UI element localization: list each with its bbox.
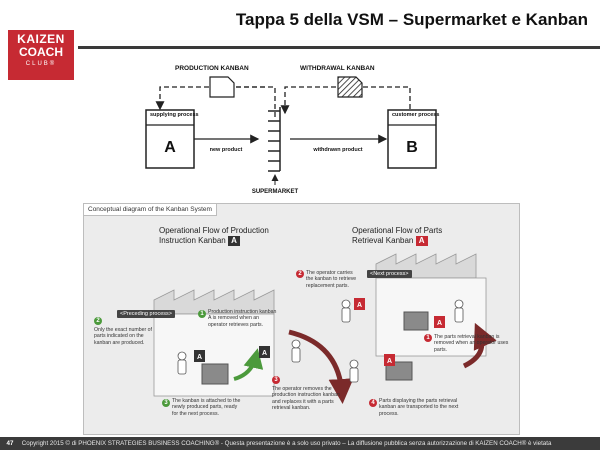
retrieval-kanban-badge: A	[415, 236, 428, 246]
title-rule	[78, 46, 600, 49]
right-heading-line-1: Operational Flow of Parts	[352, 226, 443, 235]
page-number: 47	[6, 440, 14, 447]
parts-crate-right	[403, 311, 429, 331]
preceding-process-tag: <Preceding process>	[117, 310, 175, 318]
step-2-right-number: 2	[296, 270, 304, 278]
withdrawn-product-label: withdrawn product	[312, 147, 362, 153]
svg-text:A: A	[197, 354, 202, 361]
step-3-left-text: The kanban is attached to the newly prod…	[172, 398, 241, 417]
step-1-left-number: 1	[198, 310, 206, 318]
right-heading: Operational Flow of Parts Retrieval Kanb…	[352, 226, 442, 246]
box-b-label: B	[406, 139, 418, 156]
left-heading-line-2: Instruction Kanban A	[159, 236, 269, 246]
new-product-label: new product	[210, 147, 243, 153]
left-heading-line-1: Operational Flow of Production	[159, 226, 269, 235]
svg-text:A: A	[357, 302, 362, 309]
production-kanban-label: PRODUCTION KANBAN	[175, 65, 249, 72]
kanban-cards: A A A A A	[194, 298, 445, 366]
withdrawal-kanban-label: WITHDRAWAL KANBAN	[300, 65, 375, 72]
customer-process-label: customer process	[392, 112, 439, 118]
step-2-right-text: The operator carries the kanban to retri…	[306, 270, 357, 289]
vsm-supermarket-diagram: PRODUCTION KANBAN WITHDRAWAL KANBAN supp…	[145, 65, 439, 195]
next-factory-wall	[375, 277, 487, 357]
panel-caption: Conceptual diagram of the Kanban System	[84, 204, 217, 216]
return-arrow	[462, 322, 497, 369]
step-3-left-number: 3	[162, 399, 170, 407]
step-4-number: 4	[369, 399, 377, 407]
svg-text:A: A	[437, 320, 442, 327]
left-heading-line-2-text: Instruction Kanban	[159, 236, 226, 246]
kaizen-coach-logo: KAIZEN COACH CLUB®	[8, 30, 74, 80]
supplying-process-label: supplying process	[150, 112, 199, 118]
step-1-right-text: The parts retrieval kanban is removed wh…	[434, 334, 509, 353]
right-heading-line-2: Retrieval Kanban A	[352, 236, 442, 246]
produce-arrow	[233, 348, 264, 381]
operator-figures	[177, 299, 464, 383]
step-3-mid-text: The operator removes the production inst…	[272, 386, 340, 411]
step-3-mid-number: 3	[272, 376, 280, 384]
preceding-factory-roof	[153, 289, 275, 315]
logo-line-3: CLUB®	[25, 61, 57, 67]
copyright-text: Copyright 2015 © di PHOENIX STRATEGIES B…	[21, 440, 552, 447]
box-a-label: A	[164, 139, 176, 156]
footer-bar: 47 Copyright 2015 © di PHOENIX STRATEGIE…	[0, 437, 600, 450]
step-2-left-number: 2	[94, 317, 102, 325]
parts-crate-cart	[385, 361, 413, 381]
production-kanban-badge: A	[227, 236, 240, 246]
production-kanban-return	[230, 86, 276, 117]
left-heading: Operational Flow of Production Instructi…	[159, 226, 269, 246]
kanban-system-panel: Conceptual diagram of the Kanban System …	[83, 203, 520, 435]
production-kanban-icon	[209, 76, 235, 98]
logo-line-2: COACH	[19, 45, 63, 59]
supplying-process-box	[145, 109, 195, 169]
step-4-text: Parts displaying the parts retrieval kan…	[379, 398, 459, 417]
step-1-left-text: Production instruction kanban A is remov…	[208, 309, 277, 328]
supermarket-label: SUPERMARKET	[252, 189, 299, 195]
customer-process-box	[387, 109, 437, 169]
svg-text:A: A	[387, 358, 392, 365]
withdrawal-kanban-icon	[337, 76, 363, 98]
logo-line-1: KAIZEN	[17, 32, 65, 46]
page-title: Tappa 5 della VSM – Supermarket e Kanban	[235, 10, 588, 29]
right-heading-line-2-text: Retrieval Kanban	[352, 236, 414, 246]
supermarket-icon	[268, 107, 281, 172]
kanban-flow-illustration: A A A A A	[153, 253, 497, 404]
parts-crate-left	[201, 363, 229, 385]
next-process-tag: <Next process>	[367, 270, 412, 278]
svg-text:A: A	[262, 350, 267, 357]
step-2-left-text: Only the exact number of parts indicated…	[94, 327, 152, 346]
step-1-right-number: 1	[424, 334, 432, 342]
transport-arrow	[288, 329, 354, 404]
